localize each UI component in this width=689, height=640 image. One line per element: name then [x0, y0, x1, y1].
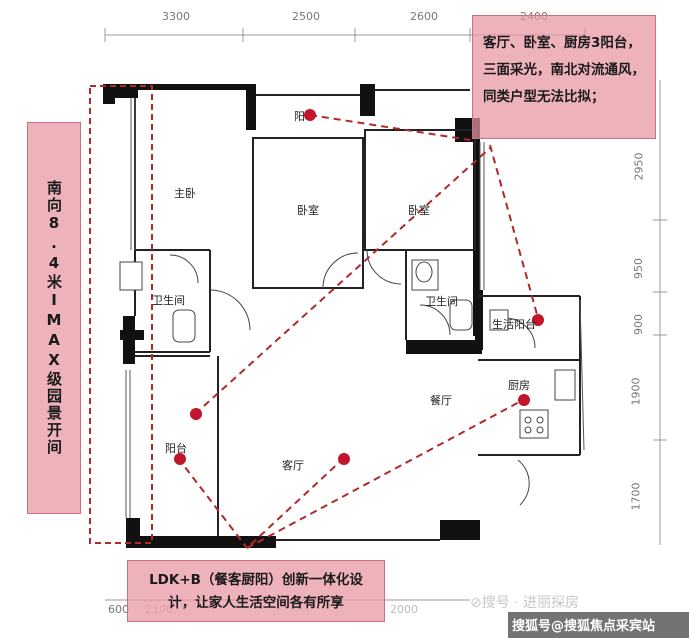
callout-left-imax-frontage: 南向8.4米IMAX级园景开间: [27, 122, 81, 514]
marker-living-room: [338, 453, 350, 465]
walls: [103, 84, 483, 548]
ventilation-sightlines: [177, 114, 539, 549]
interior-walls: [134, 89, 581, 541]
dimension-top-3: 2600: [410, 10, 438, 23]
room-label-living: 客厅: [282, 459, 304, 472]
dimension-right-5: 1700: [629, 482, 643, 511]
viewpoint-markers: [174, 109, 544, 465]
room-label-bathroom-b: 卫生间: [425, 295, 458, 308]
room-label-service-balcony: 生活阳台: [492, 318, 536, 331]
dimension-right-2: 950: [632, 258, 645, 279]
callout-bottom-text: LDK+B（餐客厨阳）创新一体化设计，让家人生活空间各有所享: [149, 572, 363, 611]
dimension-right-1: 2950: [632, 152, 646, 181]
marker-kitchen: [518, 394, 530, 406]
callout-left-text: 南向8.4米IMAX级园景开间: [45, 180, 63, 456]
fixtures: [119, 259, 576, 439]
marker-top-balcony: [304, 109, 316, 121]
door-swings: [169, 249, 536, 506]
dimension-top-1: 3300: [162, 10, 190, 23]
callout-top-three-balconies: 客厅、卧室、厨房3阳台，三面采光，南北对流通风，同类户型无法比拟；: [472, 15, 656, 139]
dimension-right-3: 900: [632, 314, 645, 335]
balcony-dashed-outline: [89, 85, 153, 544]
room-label-balcony: 阳台: [165, 442, 187, 455]
watermark-bar: [508, 612, 689, 638]
room-label-top-balcony: 阳: [294, 110, 305, 123]
marker-service-balcony: [532, 314, 544, 326]
room-label-bathroom-a: 卫生间: [152, 294, 185, 307]
dimension-bottom-1: 600: [108, 603, 129, 616]
dimension-bottom-3: 2000: [390, 603, 418, 616]
dimension-right-4: 1900: [629, 377, 643, 406]
callout-top-text: 客厅、卧室、厨房3阳台，三面采光，南北对流通风，同类户型无法比拟；: [483, 35, 645, 105]
room-label-dining: 餐厅: [430, 394, 452, 407]
room-label-master-bedroom: 主卧: [174, 187, 196, 200]
room-label-bedroom-a: 卧室: [297, 204, 319, 217]
room-label-kitchen: 厨房: [508, 379, 530, 392]
watermark-text: ⊘搜号 · 进丽探房: [470, 595, 580, 611]
room-label-bedroom-b: 卧室: [408, 204, 430, 217]
sohu-watermark: 搜狐号@搜狐焦点采宾站: [512, 619, 656, 634]
callout-bottom-ldkb: LDK+B（餐客厨阳）创新一体化设计，让家人生活空间各有所享: [127, 560, 385, 622]
marker-balcony: [174, 453, 186, 465]
dimension-top-2: 2500: [292, 10, 320, 23]
windows: [125, 98, 585, 518]
marker-balcony-upper: [190, 408, 202, 420]
